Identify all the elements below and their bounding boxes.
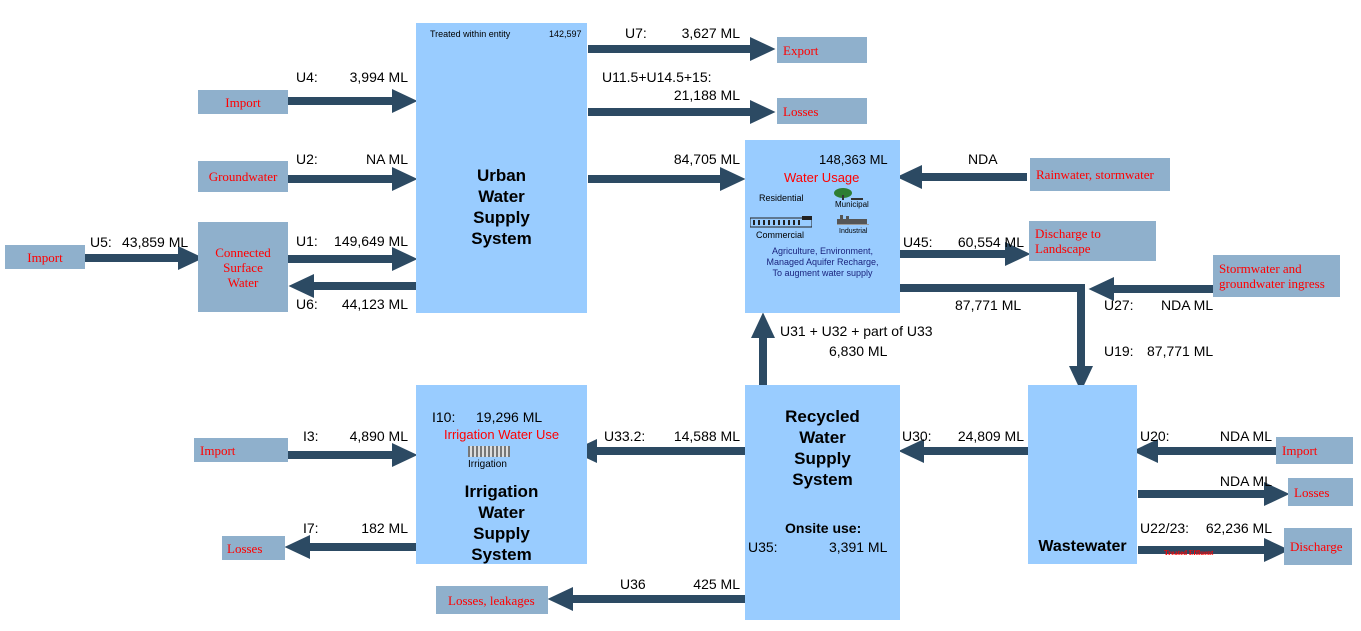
u31-label: U31 + U32 + part of U33 bbox=[780, 323, 933, 339]
u33-code: U33.2: bbox=[604, 428, 646, 444]
import-u5-box: Import bbox=[5, 245, 85, 269]
municipal-label: Municipal bbox=[835, 200, 869, 209]
import-i3-box: Import bbox=[194, 438, 288, 462]
i7-code: I7: bbox=[303, 520, 319, 536]
u20-value: NDA ML bbox=[1219, 428, 1272, 444]
losses-u11-box: Losses bbox=[777, 98, 867, 124]
u2-value: NA ML bbox=[365, 151, 408, 167]
export-box: Export bbox=[777, 37, 867, 63]
i10-code: I10: bbox=[432, 409, 456, 425]
i7-value: 182 ML bbox=[361, 520, 408, 536]
u6-value: 44,123 ML bbox=[341, 296, 408, 312]
u45-value: 60,554 ML bbox=[957, 234, 1024, 250]
import-u20-box: Import bbox=[1276, 437, 1353, 464]
u1-value: 149,649 ML bbox=[334, 233, 408, 249]
urban-title: Urban Water Supply System bbox=[471, 166, 532, 248]
u27-code: U27: bbox=[1104, 297, 1134, 313]
irrigation-title: Irrigation Water Supply System bbox=[464, 482, 539, 564]
treated-within-entity-label: Treated within entity bbox=[430, 29, 511, 39]
i10-value: 19,296 ML bbox=[476, 409, 543, 425]
i3-code: I3: bbox=[303, 428, 319, 444]
u1-code: U1: bbox=[296, 233, 318, 249]
wastewater-box: Wastewater bbox=[1028, 385, 1137, 564]
u7-code: U7: bbox=[625, 25, 647, 41]
u33-value: 14,588 ML bbox=[673, 428, 740, 444]
tree-icon bbox=[831, 187, 863, 200]
u4-value: 3,994 ML bbox=[349, 69, 408, 85]
u22-code: U22/23: bbox=[1140, 520, 1190, 536]
import-u4-box: Import bbox=[198, 90, 288, 114]
u7-value: 3,627 ML bbox=[681, 25, 740, 41]
urban-water-supply-box: Treated within entity 142,597 Urban Wate… bbox=[416, 23, 587, 313]
u22-value: 62,236 ML bbox=[1205, 520, 1272, 536]
recycled-title: Recycled Water Supply System bbox=[785, 407, 860, 489]
losses-i7-box: Losses bbox=[222, 536, 285, 560]
u19-code: U19: bbox=[1104, 343, 1134, 359]
u35-value: 3,391 ML bbox=[829, 539, 888, 555]
water-usage-box: 148,363 ML Water Usage Residential Munic… bbox=[745, 140, 900, 313]
u5-code: U5: bbox=[90, 234, 112, 250]
commercial-building-icon bbox=[749, 215, 813, 228]
u19-value: 87,771 ML bbox=[1147, 343, 1214, 359]
industrial-label: Industrial bbox=[839, 228, 868, 235]
industrial-factory-icon bbox=[837, 213, 869, 225]
rainwater-box: Rainwater, stormwater bbox=[1030, 158, 1170, 191]
u6-code: U6: bbox=[296, 296, 318, 312]
usage-to-wastewater-value: 87,771 ML bbox=[955, 297, 1022, 313]
connected-surface-water-box: Connected Surface Water bbox=[198, 222, 288, 312]
u27-value: NDA ML bbox=[1161, 297, 1214, 313]
u5-value: 43,859 ML bbox=[122, 234, 189, 250]
residential-label: Residential bbox=[759, 193, 804, 203]
treated-effluent-note: Treated Effluent bbox=[1164, 549, 1214, 557]
arrow-u19 bbox=[890, 284, 1093, 392]
onsite-use-label: Onsite use: bbox=[785, 520, 862, 536]
wastewater-title: Wastewater bbox=[1038, 538, 1127, 555]
losses-leakages-box: Losses, leakages bbox=[436, 586, 548, 614]
u2-code: U2: bbox=[296, 151, 318, 167]
u30-value: 24,809 ML bbox=[957, 428, 1024, 444]
u36-code: U36 bbox=[620, 576, 646, 592]
usage-total: 148,363 ML bbox=[819, 152, 888, 167]
usage-title: Water Usage bbox=[784, 170, 860, 185]
u45-code: U45: bbox=[903, 234, 933, 250]
irrigation-field-icon bbox=[468, 446, 510, 457]
u30-code: U30: bbox=[902, 428, 932, 444]
irrigation-use-label: Irrigation Water Use bbox=[444, 427, 560, 442]
usage-description: Agriculture, Environment, Managed Aquife… bbox=[766, 246, 879, 278]
commercial-label: Commercial bbox=[756, 230, 805, 240]
irrigation-icon-label: Irrigation bbox=[468, 459, 507, 470]
nda-rain: NDA bbox=[968, 151, 998, 167]
u35-code: U35: bbox=[748, 539, 778, 555]
u31-value: 6,830 ML bbox=[829, 343, 888, 359]
losses-ww-box: Losses bbox=[1288, 478, 1353, 506]
u36-value: 425 ML bbox=[693, 576, 740, 592]
discharge-landscape-box: Discharge to Landscape bbox=[1029, 221, 1156, 261]
irrigation-water-supply-box: I10: 19,296 ML Irrigation Water Use Irri… bbox=[416, 385, 587, 564]
u11-code: U11.5+U14.5+15: bbox=[602, 69, 712, 85]
u11-value: 21,188 ML bbox=[673, 87, 740, 103]
groundwater-box: Groundwater bbox=[198, 161, 288, 192]
treated-within-entity-value: 142,597 bbox=[549, 29, 582, 39]
ww-losses-value: NDA ML bbox=[1219, 473, 1272, 489]
supply-to-usage-value: 84,705 ML bbox=[673, 151, 740, 167]
u20-code: U20: bbox=[1140, 428, 1170, 444]
u4-code: U4: bbox=[296, 69, 318, 85]
stormwater-ingress-box: Stormwater and groundwater ingress bbox=[1213, 255, 1340, 297]
i3-value: 4,890 ML bbox=[349, 428, 408, 444]
discharge-box: Discharge bbox=[1284, 528, 1352, 565]
recycled-water-supply-box: Recycled Water Supply System Onsite use:… bbox=[745, 385, 900, 620]
